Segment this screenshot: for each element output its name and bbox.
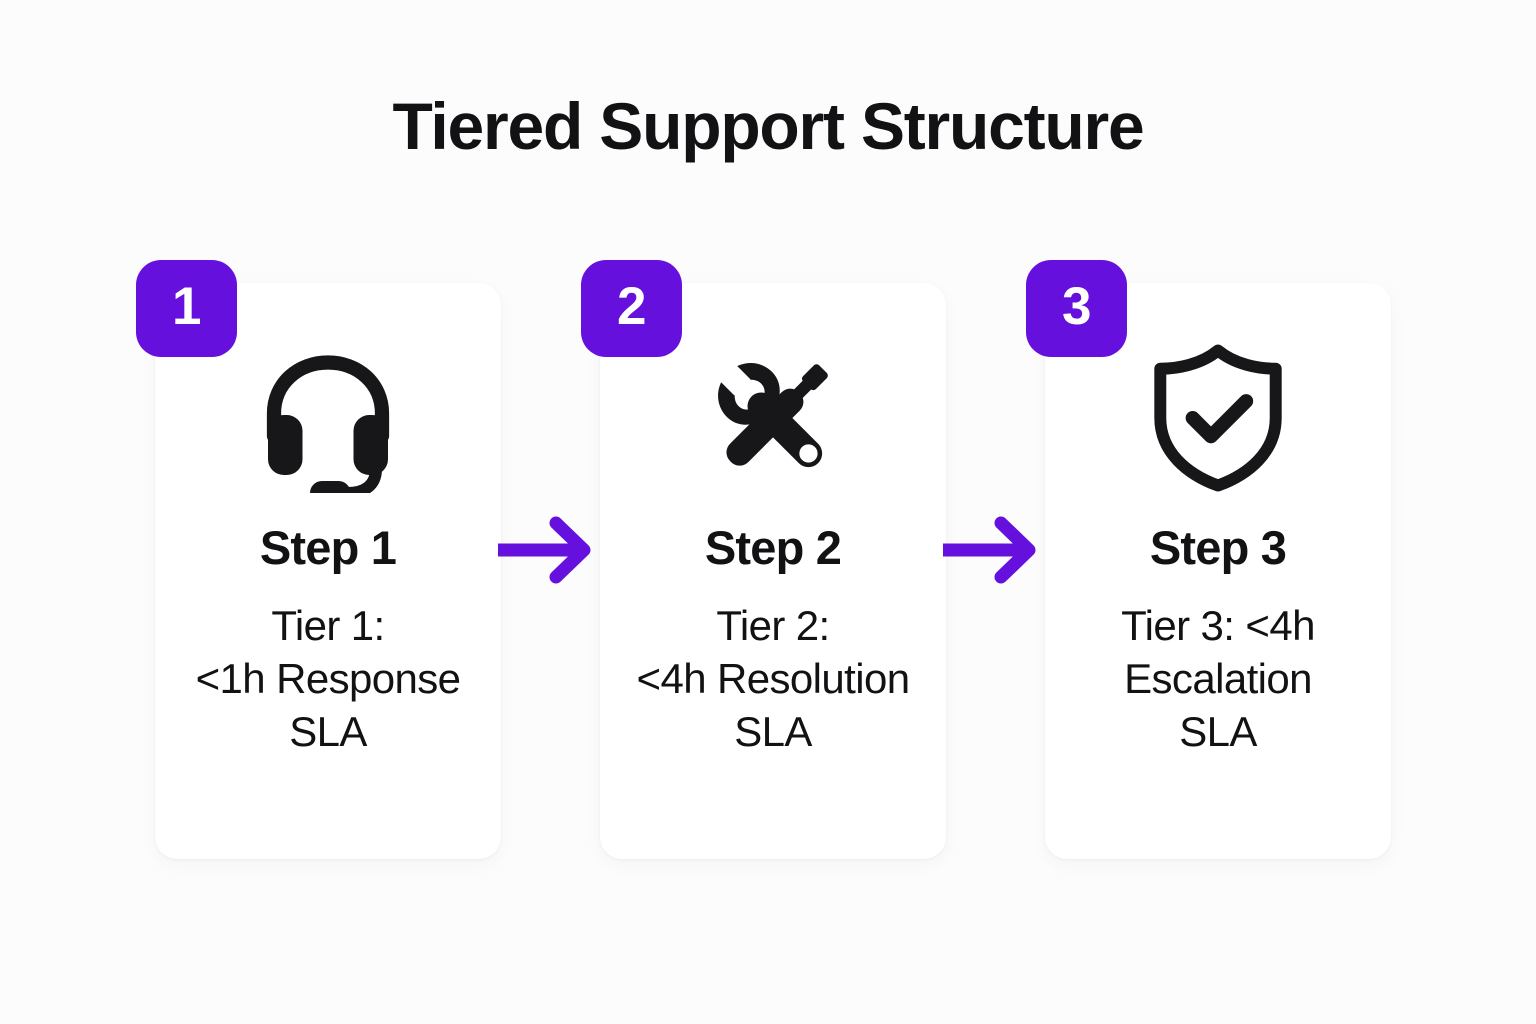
shield-check-icon [1136,335,1301,500]
step-description-line: Escalation [1124,654,1312,702]
step-number-label: 2 [617,277,646,336]
step-number-badge-1: 1 [136,260,237,357]
flow-step-1[interactable]: 1 Step [136,260,501,859]
arrow-right-icon [498,515,594,585]
step-card [155,283,501,859]
step-number-label: 1 [172,277,201,336]
step-description: Tier 1: <1h Response SLA [168,600,488,759]
headset-icon [246,335,411,500]
step-card-content: Step 3 Tier 3: <4h Escalation SLA [1045,283,1391,859]
page-title: Tiered Support Structure [392,89,1144,163]
flow-diagram: 1 Step [136,260,1391,859]
step-card [1045,283,1391,859]
step-description: Tier 2: <4h Resolution SLA [613,600,933,759]
tools-wrench-screwdriver-icon [691,335,856,500]
step-description-line: Tier 2: [716,601,830,649]
step-description-line: SLA [289,707,367,755]
step-description: Tier 3: <4h Escalation SLA [1058,600,1378,759]
step-number-label: 3 [1062,277,1091,336]
step-description-line: SLA [734,707,812,755]
step-label: Step 1 [259,521,397,574]
flow-step-3[interactable]: 3 Step 3 Tier 3: <4h Escalation SLA [1026,260,1391,859]
flow-step-2[interactable]: 2 [581,260,946,859]
step-label: Step 2 [704,521,842,574]
step-number-badge-3: 3 [1026,260,1127,357]
step-description-line: <1h Response [195,654,461,702]
step-description-line: Tier 3: <4h [1121,601,1315,649]
step-label: Step 3 [1149,521,1287,574]
arrow-right-icon [943,515,1039,585]
step-number-badge-2: 2 [581,260,682,357]
step-description-line: SLA [1179,707,1257,755]
step-description-line: <4h Resolution [636,654,911,702]
step-card-content: Step 2 Tier 2: <4h Resolution SLA [600,283,946,859]
step-description-line: Tier 1: [271,601,385,649]
step-card-content: Step 1 Tier 1: <1h Response SLA [155,283,501,859]
